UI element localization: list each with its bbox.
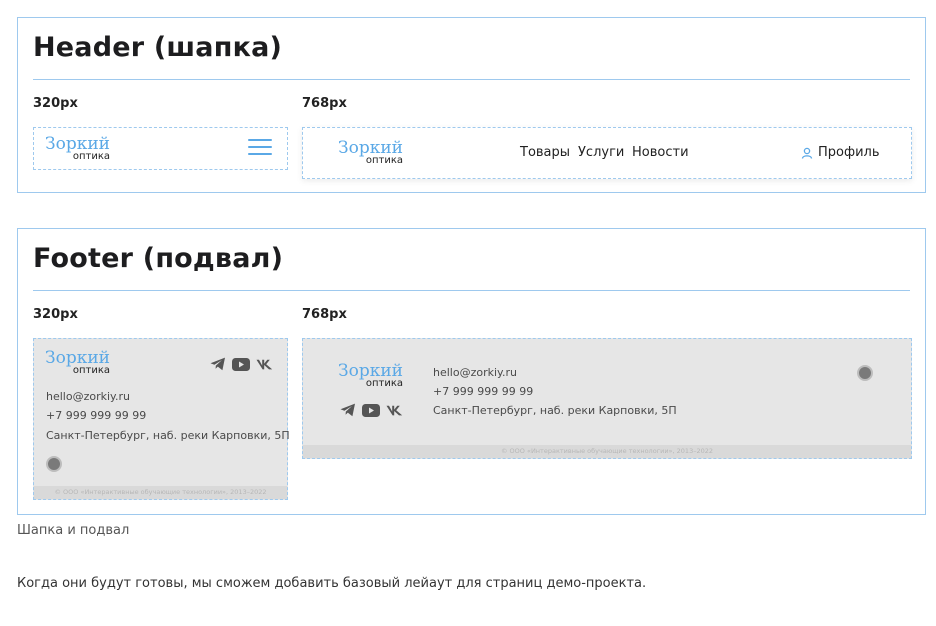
footer-phone[interactable]: +7 999 999 99 99 [46, 409, 147, 422]
footer-email[interactable]: hello@zorkiy.ru [433, 366, 517, 379]
logo-main-text: Зоркий [45, 134, 110, 154]
footer-phone[interactable]: +7 999 999 99 99 [433, 385, 534, 398]
nav-item-novosti[interactable]: Новости [632, 145, 689, 160]
circle-icon [857, 365, 873, 381]
telegram-icon[interactable] [210, 357, 226, 371]
tablet-header-mock: Зоркий оптика Товары Услуги Новости Проф… [302, 127, 912, 179]
logo-main-text: Зоркий [338, 361, 403, 381]
logo-sub-text: оптика [365, 378, 403, 389]
logo-main-text: Зоркий [45, 348, 110, 368]
header-bp-tablet-label: 768px [302, 96, 347, 111]
circle-icon [46, 456, 62, 472]
vk-icon[interactable] [256, 359, 273, 370]
footer-bp-tablet-label: 768px [302, 307, 347, 322]
vk-icon[interactable] [386, 405, 403, 416]
header-section-title: Header (шапка) [33, 32, 283, 63]
mobile-header-mock: Зоркий оптика [33, 127, 288, 170]
user-icon [801, 147, 813, 159]
footer-copyright: © ООО «Интерактивные обучающие технологи… [34, 486, 287, 499]
tablet-header-logo[interactable]: Зоркий оптика [338, 140, 403, 166]
profile-label: Профиль [818, 145, 880, 160]
header-bp-mobile-label: 320px [33, 96, 78, 111]
profile-link[interactable]: Профиль [801, 145, 880, 160]
social-links [340, 403, 403, 417]
mobile-footer-logo[interactable]: Зоркий оптика [45, 350, 110, 376]
telegram-icon[interactable] [340, 403, 356, 417]
figure-caption: Шапка и подвал [17, 523, 130, 538]
nav-item-tovary[interactable]: Товары [520, 145, 571, 160]
footer-email[interactable]: hello@zorkiy.ru [46, 390, 130, 403]
footer-section-divider [33, 290, 910, 291]
body-paragraph: Когда они будут готовы, мы сможем добави… [17, 576, 647, 591]
header-section-divider [33, 79, 910, 80]
logo-sub-text: оптика [72, 365, 110, 376]
mobile-footer-mock: Зоркий оптика hello@zorkiy.ru +7 999 999… [33, 338, 290, 500]
logo-main-text: Зоркий [338, 138, 403, 158]
footer-bp-mobile-label: 320px [33, 307, 78, 322]
youtube-icon[interactable] [232, 357, 250, 371]
mobile-header-logo[interactable]: Зоркий оптика [45, 136, 110, 162]
youtube-icon[interactable] [362, 403, 380, 417]
logo-sub-text: оптика [72, 151, 110, 162]
footer-section-title: Footer (подвал) [33, 243, 284, 274]
footer-address: Санкт-Петербург, наб. реки Карповки, 5П [433, 404, 677, 417]
nav-item-uslugi[interactable]: Услуги [578, 145, 625, 160]
logo-sub-text: оптика [365, 155, 403, 166]
footer-address: Санкт-Петербург, наб. реки Карповки, 5П [46, 429, 290, 442]
footer-copyright: © ООО «Интерактивные обучающие технологи… [303, 445, 911, 458]
header-section-panel: Header (шапка) 320px 768px Зоркий оптика… [17, 17, 926, 193]
tablet-footer-logo[interactable]: Зоркий оптика [338, 363, 403, 389]
tablet-footer-mock: Зоркий оптика hello@zorkiy.ru +7 999 999… [302, 338, 912, 459]
social-links [210, 357, 273, 371]
burger-menu-icon[interactable] [248, 139, 272, 157]
footer-section-panel: Footer (подвал) 320px 768px Зоркий оптик… [17, 228, 926, 515]
